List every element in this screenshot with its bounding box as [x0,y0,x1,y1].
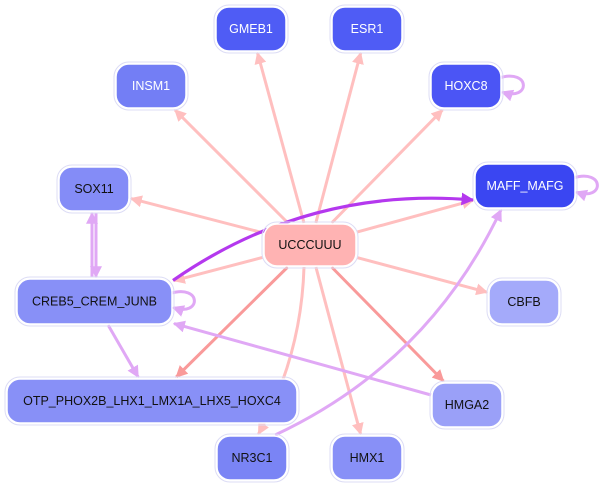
edge-ucccuuu-to-insm1 [173,108,290,225]
node-nr3c1[interactable]: NR3C1 [214,433,290,483]
edge-ucccuuu-to-hmx1 [314,266,364,436]
node-box[interactable] [474,163,576,209]
node-halo [214,433,290,483]
edge-nr3c1-to-maff_mafg [274,208,503,437]
edges-layer [86,51,599,437]
node-label: NR3C1 [232,451,273,465]
edge-ucccuuu-to-cbfb [356,256,489,296]
node-box[interactable] [488,279,560,325]
node-hmga2[interactable]: HMGA2 [429,380,505,430]
node-box[interactable] [331,435,403,481]
edge-creb5_crem_junb-to-maff_mafg [172,192,475,282]
node-halo [428,61,504,111]
node-box[interactable] [6,378,298,424]
node-otp[interactable]: OTP_PHOX2B_LHX1_LMX1A_LHX5_HOXC4 [4,376,300,426]
edge-ucccuuu-to-gmeb1 [254,51,306,224]
node-box[interactable] [431,382,503,428]
node-label: HMX1 [350,451,385,465]
node-halo [56,164,132,214]
node-halo [261,221,359,269]
node-halo [113,61,189,111]
node-halo [4,376,300,426]
node-halo [429,380,505,430]
node-box[interactable] [215,6,287,52]
node-halo [213,4,289,54]
edge-ucccuuu-to-esr1 [314,51,364,224]
node-box[interactable] [115,63,187,109]
edge-creb5_crem_junb-to-otp [106,324,140,379]
edge-hmga2-to-creb5_crem_junb [172,320,432,397]
node-label: HMGA2 [445,398,490,412]
edge-hoxc8-to-hoxc8 [498,74,525,102]
edge-ucccuuu-to-hmga2 [330,265,445,383]
node-gmeb1[interactable]: GMEB1 [213,4,289,54]
node-hmx1[interactable]: HMX1 [329,433,405,483]
node-label: ESR1 [351,22,384,36]
node-box[interactable] [263,223,357,267]
node-label: CREB5_CREM_JUNB [32,295,157,309]
edge-ucccuuu-to-creb5_crem_junb [172,255,264,284]
node-box[interactable] [216,435,288,481]
edge-ucccuuu-to-maff_mafg [356,197,475,234]
edge-creb5_crem_junb-to-creb5_crem_junb [169,290,196,317]
node-label: INSM1 [132,79,170,93]
node-box[interactable] [430,63,502,109]
node-label: HOXC8 [444,79,487,93]
edge-ucccuuu-to-otp [175,265,289,379]
node-label: OTP_PHOX2B_LHX1_LMX1A_LHX5_HOXC4 [23,394,281,408]
node-esr1[interactable]: ESR1 [329,4,405,54]
node-creb5-crem-junb[interactable]: CREB5_CREM_JUNB [14,276,175,327]
node-cbfb[interactable]: CBFB [486,277,562,327]
node-label: SOX11 [74,182,113,196]
node-box[interactable] [331,6,403,52]
node-label: GMEB1 [229,22,273,36]
node-halo [14,276,175,327]
edge-maff_mafg-to-maff_mafg [572,174,599,202]
node-box[interactable] [58,166,130,212]
node-label: MAFF_MAFG [486,179,563,193]
node-halo [486,277,562,327]
node-halo [329,4,405,54]
node-ucccuuu[interactable]: UCCCUUU [261,221,359,269]
node-insm1[interactable]: INSM1 [113,61,189,111]
node-box[interactable] [16,278,173,325]
edge-ucccuuu-to-sox11 [129,195,264,235]
node-hoxc8[interactable]: HOXC8 [428,61,504,111]
node-halo [472,161,578,211]
node-label: UCCCUUU [278,238,341,252]
node-label: CBFB [507,295,540,309]
node-sox11[interactable]: SOX11 [56,164,132,214]
node-maff-mafg[interactable]: MAFF_MAFG [472,161,578,211]
node-halo [329,433,405,483]
